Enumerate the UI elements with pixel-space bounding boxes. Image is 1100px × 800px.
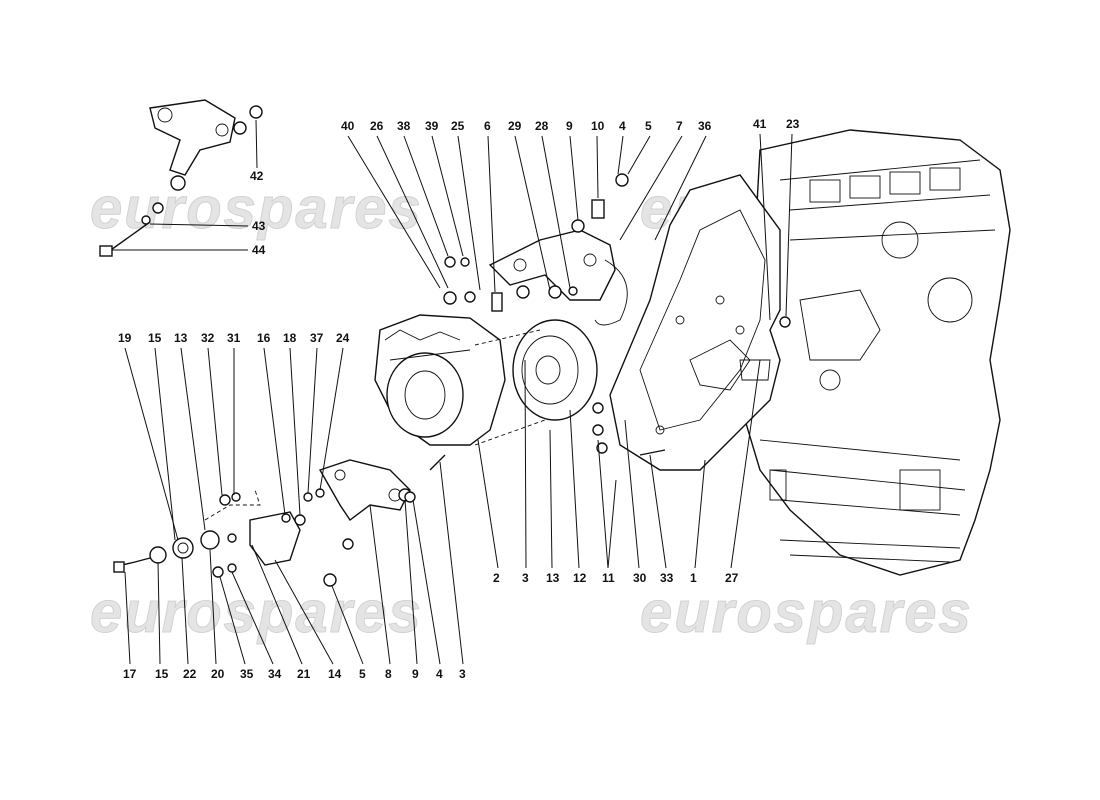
watermark-top-left: eurospares [90, 176, 423, 241]
callout-21: 21 [297, 667, 311, 681]
callout-15: 15 [148, 331, 162, 345]
callout-10: 10 [591, 119, 605, 133]
callout-35: 35 [240, 667, 254, 681]
callout-38: 38 [397, 119, 411, 133]
tensioner-assembly [113, 489, 301, 573]
callout-5b: 5 [359, 667, 366, 681]
callout-30: 30 [633, 571, 647, 585]
callout-3b: 3 [459, 667, 466, 681]
callout-15b: 15 [155, 667, 169, 681]
inset-arm-detail [99, 99, 263, 257]
callout-27: 27 [725, 571, 739, 585]
callouts-middle: 2 3 13 13 12 11 30 33 1 27 [477, 359, 761, 585]
callout-32: 32 [201, 331, 215, 345]
upper-bracket [488, 229, 628, 326]
callout-9b: 9 [412, 667, 419, 681]
callout-39: 39 [425, 119, 439, 133]
callout-8: 8 [385, 667, 392, 681]
callout-25: 25 [451, 119, 465, 133]
watermark-bottom-right: eurospares [640, 580, 973, 645]
callout-16: 16 [257, 331, 271, 345]
callout-7: 7 [676, 119, 683, 133]
engine-block [744, 129, 1011, 576]
callout-34: 34 [268, 667, 282, 681]
callout-36: 36 [698, 119, 712, 133]
callout-6: 6 [484, 119, 491, 133]
callouts-top: 40 26 38 39 25 6 29 28 9 10 4 5 7 36 41 … [341, 117, 800, 321]
fasteners [212, 173, 791, 587]
callout-42: 42 [250, 169, 264, 183]
callout-26: 26 [370, 119, 384, 133]
callout-31: 31 [227, 331, 241, 345]
callout-20: 20 [211, 667, 225, 681]
callout-3: 3 [522, 571, 529, 585]
callout-43: 43 [252, 219, 266, 233]
callout-5: 5 [645, 119, 652, 133]
callouts-bottom: 17 15 22 20 35 34 21 14 5 8 9 4 3 [123, 461, 466, 681]
callout-14: 14 [328, 667, 342, 681]
lower-bracket [318, 459, 411, 522]
callout-23: 23 [786, 117, 800, 131]
callout-11: 11 [602, 571, 615, 585]
callout-33: 33 [660, 571, 674, 585]
callout-22: 22 [183, 667, 197, 681]
callout-13: 13 [174, 331, 188, 345]
callout-19: 19 [118, 331, 132, 345]
clutch-pulley [474, 319, 598, 446]
callout-4b: 4 [436, 667, 443, 681]
callout-24: 24 [336, 331, 350, 345]
callout-12: 12 [573, 571, 587, 585]
callout-4: 4 [619, 119, 626, 133]
ac-compressor [374, 314, 506, 446]
callouts-left: 19 15 13 32 31 16 18 37 24 [118, 331, 350, 541]
callout-17: 17 [123, 667, 137, 681]
watermark-bottom-left: eurospares [90, 580, 423, 645]
callout-37: 37 [310, 331, 324, 345]
gearbox-housing [609, 174, 781, 471]
callout-9: 9 [566, 119, 573, 133]
callout-2: 2 [493, 571, 500, 585]
callouts-inset: 42 43 44 [112, 119, 266, 257]
callout-41: 41 [753, 117, 767, 131]
callout-1: 1 [690, 571, 697, 585]
callout-18: 18 [283, 331, 297, 345]
callout-13b: 13 [546, 571, 560, 585]
callout-28: 28 [535, 119, 549, 133]
callout-44: 44 [252, 243, 266, 257]
callout-40: 40 [341, 119, 355, 133]
callout-29: 29 [508, 119, 522, 133]
